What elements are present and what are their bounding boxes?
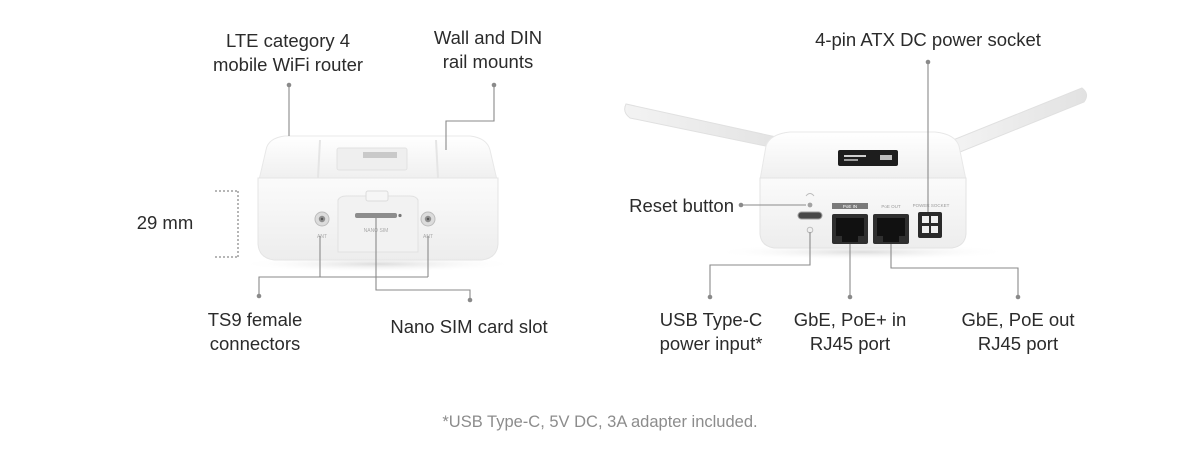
poe-out-port-text: PoE OUT [881,204,901,209]
leader-usb [709,232,811,297]
leader-lines [258,62,1019,300]
power-socket-label: 4-pin ATX DC power socket [815,29,1041,50]
footnote: *USB Type-C, 5V DC, 3A adapter included. [442,413,758,431]
leader-poe-out [890,244,1019,297]
leader-sim [375,218,471,300]
power-port-text: POWER SOCKET [913,203,950,208]
poe-out-label: GbE, PoE out RJ45 port [961,309,1075,354]
leader-mount [445,85,495,150]
atx-power-socket [918,212,942,238]
status-display [838,150,898,166]
leader-ts9 [258,236,321,296]
usb-c-port [797,211,823,220]
height-label: 29 mm [136,212,194,233]
poe-in-label: GbE, PoE+ in RJ45 port [793,309,907,354]
wall-din-mount-label: Wall and DIN rail mounts [433,27,543,72]
leader-dots [256,59,1021,303]
lte-router-label: LTE category 4 mobile WiFi router [212,30,364,75]
ts9-connectors-label: TS9 female connectors [207,309,303,354]
rj45-port-poe-out [873,214,909,244]
front-device-top-label [336,147,408,171]
poe-in-port-text: PoE IN [843,204,857,209]
antenna-left [624,103,791,151]
ant-text-left: ANT [317,234,327,240]
front-device: NANO SIM ANT ANT [238,135,518,272]
rear-device: PoE IN PoE OUT POWER SOCKET [624,87,1088,260]
usb-power-input-label: USB Type-C power input* [659,309,763,354]
sim-slot [355,213,397,218]
height-dimension [215,190,239,258]
ts9-connector-right [420,211,436,227]
front-device-recess [337,195,419,253]
antenna-right [952,87,1088,153]
reset-hole [807,202,813,208]
nano-sim-label: Nano SIM card slot [390,316,548,337]
reset-button-label: Reset button [629,195,734,216]
rear-device-face [759,177,967,249]
rj45-port-poe-in [832,214,868,244]
ts9-connector-left [314,211,330,227]
